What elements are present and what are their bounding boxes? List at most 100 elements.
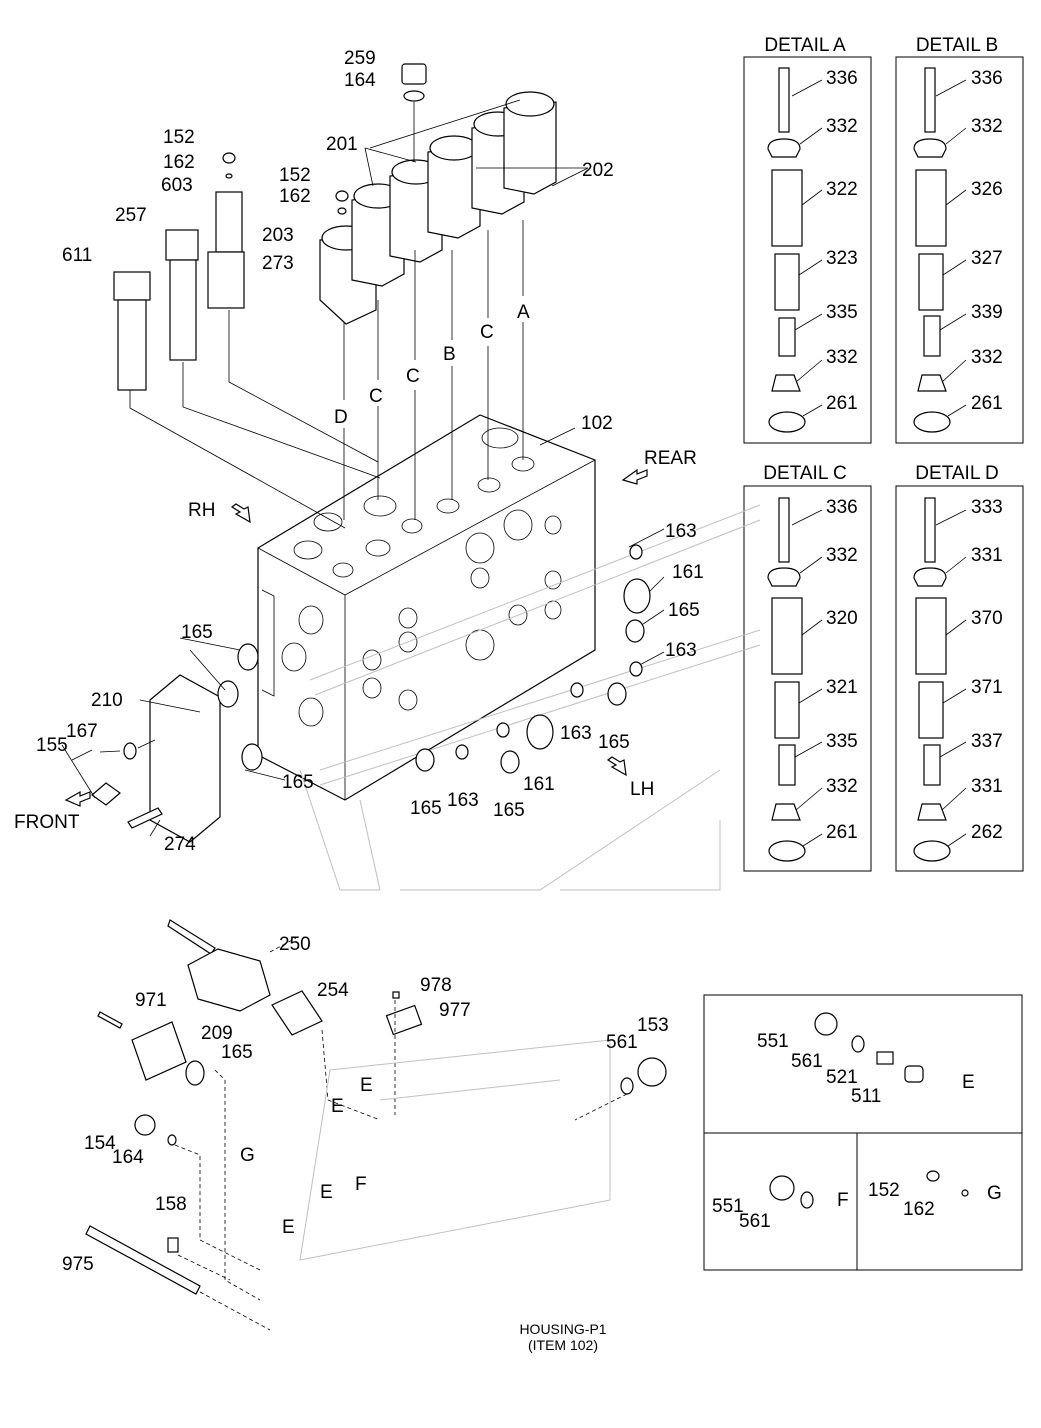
block-250	[187, 948, 271, 1012]
callout: 561	[739, 1211, 771, 1232]
spring-521	[876, 1051, 894, 1065]
plug-551	[769, 1175, 795, 1201]
o-ring-162	[337, 207, 347, 215]
o-ring-167	[123, 742, 137, 760]
callout: C	[369, 386, 383, 407]
plug-152	[335, 190, 349, 202]
detail-a-frame	[743, 56, 872, 444]
seat-shape	[767, 567, 801, 587]
callout: 551	[757, 1031, 789, 1052]
callout: 161	[523, 774, 555, 795]
callout: 152	[279, 165, 311, 186]
spring-shape	[918, 681, 944, 739]
plug-152	[222, 152, 236, 164]
spacer-shape	[778, 744, 796, 786]
seat-shape	[917, 374, 947, 392]
callout: 322	[826, 179, 858, 200]
plug-154	[134, 1114, 156, 1136]
callout: 326	[971, 179, 1003, 200]
plug-511	[904, 1065, 924, 1083]
callout: 201	[326, 134, 358, 155]
callout: 977	[439, 1000, 471, 1021]
callout: 152	[163, 127, 195, 148]
callout: 165	[410, 798, 442, 819]
inset-labels: 551 561 521 511 E 551 561 F 152 162 G	[712, 1031, 1002, 1232]
right-o-rings	[415, 544, 651, 774]
callout: 254	[317, 980, 349, 1001]
o-ring-162	[225, 173, 233, 179]
o-ring-shape	[768, 840, 806, 862]
callout: 332	[971, 347, 1003, 368]
callout: 611	[62, 245, 92, 266]
bolt-274	[127, 807, 163, 829]
callout: 332	[826, 545, 858, 566]
callout: 163	[665, 640, 697, 661]
cover-210	[149, 674, 221, 843]
plate-977	[385, 1004, 423, 1036]
callout: E	[282, 1217, 295, 1238]
detail-a-title: DETAIL A	[764, 35, 846, 56]
callout: 521	[826, 1067, 858, 1088]
callout: E	[962, 1072, 975, 1093]
callout: 551	[712, 1196, 744, 1217]
seat-shape	[771, 803, 801, 821]
inset-panels	[703, 994, 1023, 1271]
plug-152	[926, 1170, 940, 1182]
valve-611-body	[117, 299, 147, 391]
callout: 371	[971, 677, 1003, 698]
plug-158	[167, 1237, 179, 1253]
callout: 164	[112, 1147, 144, 1168]
callout: 250	[279, 934, 311, 955]
spring-shape	[915, 169, 947, 247]
callout: 273	[262, 253, 294, 274]
callout: 162	[279, 186, 311, 207]
callout: 336	[826, 497, 858, 518]
o-ring-shape	[768, 411, 806, 433]
detail-c-frame	[743, 485, 872, 872]
callout: 161	[672, 562, 704, 583]
callout: 203	[262, 225, 294, 246]
callout: 261	[826, 393, 858, 414]
o-ring-165	[237, 643, 259, 671]
callout: 165	[282, 772, 314, 793]
callout: 323	[826, 248, 858, 269]
callout: D	[334, 407, 348, 428]
callout: 102	[581, 413, 613, 434]
callout: F	[355, 1174, 367, 1195]
o-ring-165	[185, 1060, 205, 1086]
plug-155	[91, 782, 121, 806]
callout: 336	[826, 68, 858, 89]
callout: 321	[826, 677, 858, 698]
spring-shape	[915, 597, 947, 675]
bolt-971	[97, 1011, 123, 1029]
seat-shape	[917, 803, 947, 821]
callout: 163	[560, 723, 592, 744]
seat-shape	[913, 567, 947, 587]
o-ring-165	[241, 743, 263, 771]
callout: 155	[36, 735, 68, 756]
callout: 165	[668, 600, 700, 621]
plug-254	[271, 990, 323, 1036]
o-ring-164	[167, 1134, 177, 1146]
bolt-250	[167, 919, 216, 955]
callout: 561	[606, 1032, 638, 1053]
o-ring-561	[851, 1035, 865, 1053]
callout: G	[987, 1183, 1002, 1204]
o-ring-shape	[913, 840, 951, 862]
callout-labels: 259 164 201 202 152 162 603 152 162 257 …	[36, 48, 704, 1275]
rh-arrow-icon	[230, 503, 251, 524]
callout: 332	[826, 116, 858, 137]
o-ring-shape	[913, 411, 951, 433]
detail-c-panel: DETAIL C	[743, 463, 872, 872]
cap-top	[429, 135, 479, 161]
detail-b-title: DETAIL B	[916, 35, 998, 56]
detail-labels: 336 332 322 323 335 332 261 336 332 326 …	[826, 68, 1003, 843]
caption-line-1: HOUSING-P1	[519, 1321, 606, 1337]
callout: 336	[971, 68, 1003, 89]
detail-a-panel: DETAIL A	[743, 35, 872, 444]
callout: 332	[826, 776, 858, 797]
caption-line-2: (ITEM 102)	[528, 1337, 598, 1353]
callout: 152	[868, 1180, 900, 1201]
plug-551	[814, 1012, 838, 1036]
